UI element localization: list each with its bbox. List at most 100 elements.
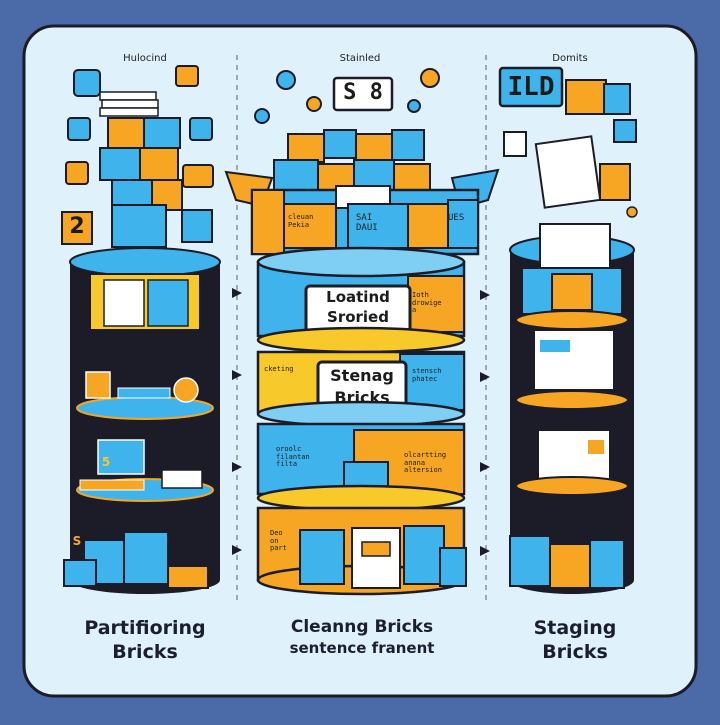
right-float-block [603,83,631,115]
left-tower [61,65,221,594]
gear-icon [254,108,270,124]
left-robot [85,371,111,399]
left-badge-2: 2 [69,214,85,239]
middle-cube [299,529,345,585]
right-cube [509,535,551,587]
caption-left-line2: Bricks [112,641,178,663]
middle-document [351,527,401,589]
arrow-right-icon [232,288,242,298]
middle-s8-box [332,76,394,112]
arrow-right-icon [480,290,490,300]
left-cylinder-top [69,247,221,277]
middle-ring [256,326,466,354]
middle-label-top-line2: Sroried [327,308,389,326]
middle-block-top-left-text: cleuan Pekia [288,213,314,229]
middle-band-1-top [256,246,466,278]
left-float-block [189,117,213,141]
middle-band3-left-text: oroolc filantan filta [276,445,310,469]
caption-right-line2: Bricks [542,641,608,663]
header-middle: Stainled [339,53,381,64]
right-paper [503,131,527,157]
left-cube [99,147,141,181]
middle-block [447,199,479,249]
left-cube [167,565,209,589]
middle-cube [287,133,325,163]
right-document [533,329,615,391]
middle-block [283,203,337,249]
arrow-right-icon [480,372,490,382]
right-dot [626,206,638,218]
left-book-page [103,279,145,327]
left-keyboard [117,387,171,399]
middle-block-top-right-text: UES [448,213,465,223]
middle-cube [439,547,467,587]
right-float-block [599,163,631,201]
header-right: Domits [552,53,588,64]
gear-icon [276,70,296,90]
middle-label-mid-line2: Bricks [334,388,390,407]
right-cube [549,543,591,589]
left-badge-5: 5 [101,455,111,469]
left-cube [143,117,181,149]
right-platform [515,310,629,330]
right-paper [534,135,602,209]
middle-block-top-mid-text: SAI DAUI [356,213,378,233]
middle-s8-label: S 8 [343,80,383,105]
arrow-right-icon [232,545,242,555]
caption-middle-line1: Cleanng Bricks [290,617,434,637]
left-book [101,99,159,109]
left-speaker [173,377,199,403]
middle-document-image [361,541,391,557]
right-document-image [588,440,604,454]
left-monitor [97,439,145,475]
arrow-right-icon [480,462,490,472]
middle-tower [224,68,500,596]
right-cube [589,539,625,589]
middle-band3-right-text: olcartting anana altersion [404,451,447,475]
middle-band2-left-text: cketing [264,365,294,373]
left-book [99,91,157,101]
left-cube [139,147,179,181]
left-float-block [65,161,89,185]
middle-cube [273,159,319,193]
left-papers [161,469,203,489]
left-keyboard [79,479,145,491]
right-tower [498,66,638,594]
middle-label-top-line1: Loatind [326,288,390,306]
left-cube [111,204,167,248]
right-float-block [565,79,607,115]
left-cube [107,117,145,149]
right-tray-block [551,273,593,311]
left-cube [181,209,213,243]
middle-cube [323,129,357,159]
right-document [537,429,611,481]
right-papers [539,223,611,269]
middle-block [407,203,449,249]
flow-arrows [232,288,490,556]
middle-cube [355,133,393,163]
middle-cube [393,163,431,193]
left-badge-block [61,211,93,245]
right-platform [515,476,629,496]
left-book [99,107,159,117]
right-ild-label: ILD [507,72,555,102]
left-cube [123,531,169,585]
gear-icon [306,96,322,112]
caption-left-line1: Partifioring [84,617,206,639]
middle-cube [403,525,445,585]
left-float-block [73,69,101,97]
middle-ring [256,484,466,512]
right-document-image [540,340,570,352]
middle-band4-left-text: Deo on part [270,529,287,553]
middle-band1-right-text: Ioth drowige a [412,291,442,315]
middle-band2-right-text: stensch phatec [412,367,442,383]
header-left: Hulocind [123,53,167,64]
left-float-block [175,65,199,87]
middle-cube [391,129,425,161]
right-platform [515,390,629,410]
gear-icon [407,99,421,113]
right-ild-box [498,66,564,108]
left-badge-s: S [72,534,82,548]
